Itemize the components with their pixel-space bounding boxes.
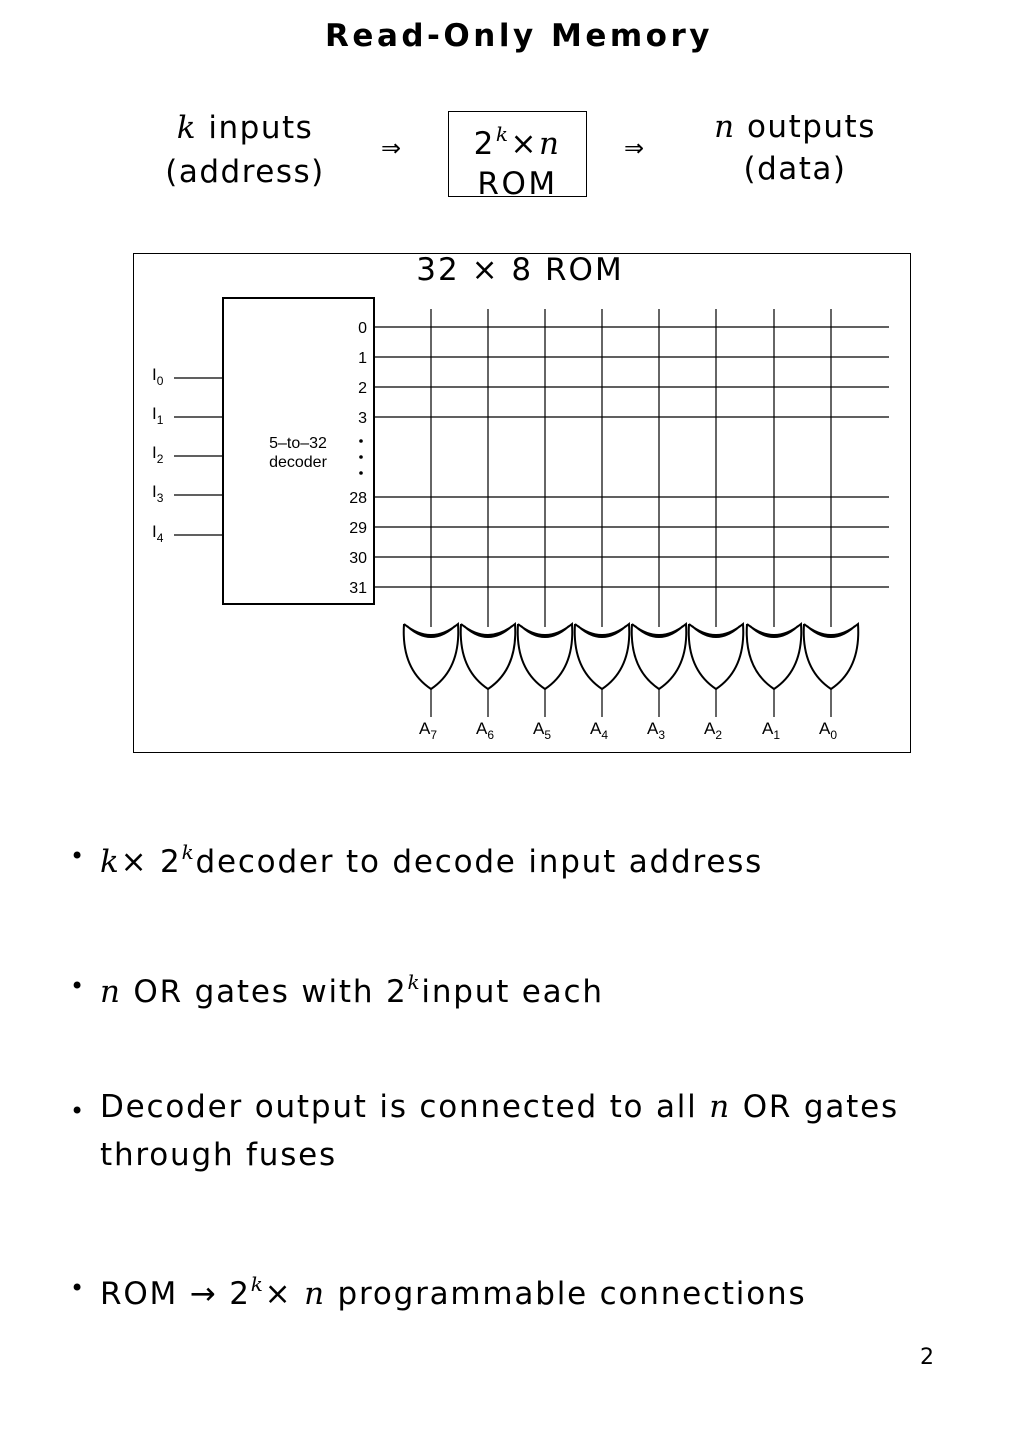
output-label: A7 (419, 719, 437, 742)
bullet-1: k× 2kdecoder to decode input address (100, 840, 764, 880)
bullet-dot: • (70, 1274, 85, 1302)
decoder-box (222, 297, 375, 605)
bullet-dot: • (70, 842, 85, 870)
output-label: A3 (647, 719, 665, 742)
output-label: A0 (819, 719, 837, 742)
bullet-dot: • (70, 972, 85, 1000)
diagram-caption: 32 × 8 ROM (416, 254, 623, 288)
bullet-dot: • (70, 1097, 85, 1125)
arrow-out-icon: ⇒ (624, 134, 645, 162)
decoder-output-label: 28 (349, 490, 367, 507)
outputs-label: n outputs (714, 109, 876, 145)
or-gate (459, 622, 517, 691)
output-label: A1 (762, 719, 780, 742)
bullet-3: Decoder output is connected to all n OR … (100, 1089, 899, 1173)
output-label: A6 (476, 719, 494, 742)
decoder-ellipsis-dot (359, 471, 363, 475)
input-label: I0 (152, 365, 164, 388)
decoder-label-2: decoder (269, 454, 327, 471)
input-label: I2 (152, 443, 164, 466)
inputs-label: k inputs (176, 110, 314, 146)
page-number: 2 (920, 1345, 934, 1370)
decoder-output-label: 1 (358, 350, 367, 367)
bullet-2: n OR gates with 2kinput each (100, 970, 604, 1010)
arrow-in-icon: ⇒ (381, 134, 402, 162)
decoder-ellipsis-dot (359, 439, 363, 443)
input-label: I3 (152, 482, 164, 505)
or-gate (630, 622, 688, 691)
decoder-output-label: 31 (349, 580, 367, 597)
outputs-sublabel: (data) (743, 151, 847, 187)
decoder-ellipsis-dot (359, 455, 363, 459)
decoder-output-label: 29 (349, 520, 367, 537)
rom-size: 2k×n (473, 122, 562, 162)
or-gate (687, 622, 745, 691)
inputs-label-group: k inputs (address) (150, 106, 340, 194)
inputs-sublabel: (address) (165, 154, 325, 190)
output-label: A4 (590, 719, 608, 742)
or-gate (402, 622, 460, 691)
or-gate (573, 622, 631, 691)
bullet-4: ROM → 2k× n programmable connections (100, 1272, 807, 1312)
decoder-output-label: 30 (349, 550, 367, 567)
input-label: I1 (152, 404, 164, 427)
decoder-output-label: 2 (358, 380, 367, 397)
rom-box: 2k×n ROM (448, 111, 587, 202)
input-label: I4 (152, 522, 164, 545)
page-title: Read-Only Memory (325, 18, 713, 54)
decoder-output-label: 0 (358, 320, 367, 337)
or-gate (516, 622, 574, 691)
rom-box-label: ROM (477, 166, 558, 202)
or-gate (745, 622, 803, 691)
outputs-label-group: n outputs (data) (695, 106, 895, 190)
rom-diagram-svg: 32 × 8 ROM 5–to–32 decoder 012328293031 … (152, 254, 889, 742)
output-label: A5 (533, 719, 551, 742)
decoder-label-1: 5–to–32 (269, 435, 327, 452)
decoder-output-label: 3 (358, 410, 367, 427)
output-label: A2 (704, 719, 722, 742)
or-gate (802, 622, 860, 691)
